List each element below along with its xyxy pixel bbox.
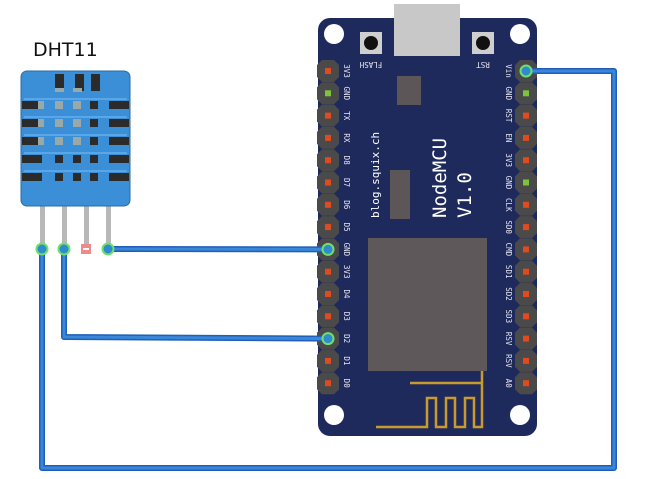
pin-label: SD0 xyxy=(504,220,513,234)
wire-vin-core xyxy=(40,69,616,470)
connection-point xyxy=(57,242,71,256)
pin-label: D3 xyxy=(342,312,351,321)
pin-right-rsv[interactable] xyxy=(515,349,537,372)
pin-label: CLK xyxy=(504,198,513,212)
pin-label: RX xyxy=(342,133,351,143)
pin-label: GND xyxy=(504,87,513,101)
pin-right-3v3[interactable] xyxy=(515,149,537,172)
board-credit: blog.squix.ch xyxy=(369,132,382,218)
pin-right-rsv[interactable] xyxy=(515,327,537,350)
pin-right-a0[interactable] xyxy=(515,372,537,395)
pin-right-en[interactable] xyxy=(515,126,537,149)
pin-label: D0 xyxy=(342,379,351,389)
pin-left-d4[interactable] xyxy=(317,283,339,305)
pin-left-tx[interactable] xyxy=(317,104,339,127)
usb-connector xyxy=(394,4,460,56)
pin-label: D8 xyxy=(342,156,351,166)
pin-label: 3V3 xyxy=(342,64,351,78)
pin-left-d7[interactable] xyxy=(317,171,339,194)
pin-label: GND xyxy=(504,176,513,190)
pin-right-sd1[interactable] xyxy=(515,260,537,283)
pin-label: 3V3 xyxy=(504,153,513,167)
pin-label: D4 xyxy=(342,289,351,299)
pin-label: D2 xyxy=(342,334,351,343)
pin-right-sd2[interactable] xyxy=(515,283,537,305)
pin-label: SD1 xyxy=(504,265,513,279)
small-chip xyxy=(390,170,410,219)
mounting-hole xyxy=(324,405,344,425)
pin-label: EN xyxy=(504,133,513,142)
pin-right-gnd[interactable] xyxy=(515,82,537,105)
mounting-hole xyxy=(324,24,344,44)
pin-label: D6 xyxy=(342,200,351,210)
connection-point xyxy=(321,242,335,256)
pin-left-gnd[interactable] xyxy=(317,82,339,105)
pin-label: SD3 xyxy=(504,310,513,324)
pin-left-d5[interactable] xyxy=(317,216,339,239)
pin-left-d6[interactable] xyxy=(317,193,339,216)
pin-left-d0[interactable] xyxy=(317,372,339,395)
unconnected-pin-mark xyxy=(83,248,89,250)
sensor-legs xyxy=(40,205,111,247)
pin-right-sd3[interactable] xyxy=(515,305,537,328)
pin-label: RSV xyxy=(504,332,513,346)
dht11-sensor[interactable] xyxy=(20,70,131,207)
wire-data-d2[interactable] xyxy=(61,246,331,342)
pin-left-d8[interactable] xyxy=(317,149,339,172)
connection-point xyxy=(35,242,49,256)
pin-label: D1 xyxy=(342,356,351,365)
mounting-hole xyxy=(510,405,530,425)
pin-label: RSV xyxy=(504,354,513,368)
pin-left-3v3[interactable] xyxy=(317,60,339,82)
board-name: NodeMCU xyxy=(429,138,451,218)
pin-label: GND xyxy=(342,87,351,101)
pcb-antenna xyxy=(376,371,484,429)
pin-label: D7 xyxy=(342,178,351,187)
flash-button[interactable] xyxy=(360,32,382,54)
pin-label: CMD xyxy=(504,243,513,257)
flash-label: FLASH xyxy=(359,60,382,69)
rst-button[interactable] xyxy=(472,32,494,54)
wire-data-d2-core xyxy=(62,247,330,341)
pin-label: RST xyxy=(504,109,513,123)
pin-label: A0 xyxy=(504,379,513,389)
sensor-label: DHT11 xyxy=(33,39,98,61)
small-chip xyxy=(397,76,421,105)
pin-label: Vin xyxy=(504,64,513,78)
pin-left-d1[interactable] xyxy=(317,349,339,372)
pin-label: GND xyxy=(342,243,351,257)
pin-label: SD2 xyxy=(504,287,513,301)
pin-right-gnd[interactable] xyxy=(515,171,537,194)
pin-left-rx[interactable] xyxy=(317,126,339,149)
connection-point xyxy=(101,242,115,256)
connection-point xyxy=(519,64,533,78)
pin-right-clk[interactable] xyxy=(515,193,537,216)
rst-label: RST xyxy=(476,60,490,69)
wires xyxy=(35,64,617,471)
mounting-hole xyxy=(510,24,530,44)
board-version: V1.0 xyxy=(454,172,476,218)
pin-right-sd0[interactable] xyxy=(515,216,537,239)
pin-right-cmd[interactable] xyxy=(515,238,537,261)
nodemcu-board[interactable]: FLASH RST NodeMCU V1.0 blog.squix.ch 3V3… xyxy=(317,4,537,436)
pin-label: 3V3 xyxy=(342,265,351,279)
esp8266-module xyxy=(368,238,487,371)
connection-point xyxy=(321,332,335,346)
pin-left-3v3[interactable] xyxy=(317,260,339,283)
pin-label: TX xyxy=(342,111,351,121)
pin-right-rst[interactable] xyxy=(515,104,537,127)
pin-label: D5 xyxy=(342,223,351,232)
pin-left-d3[interactable] xyxy=(317,305,339,328)
